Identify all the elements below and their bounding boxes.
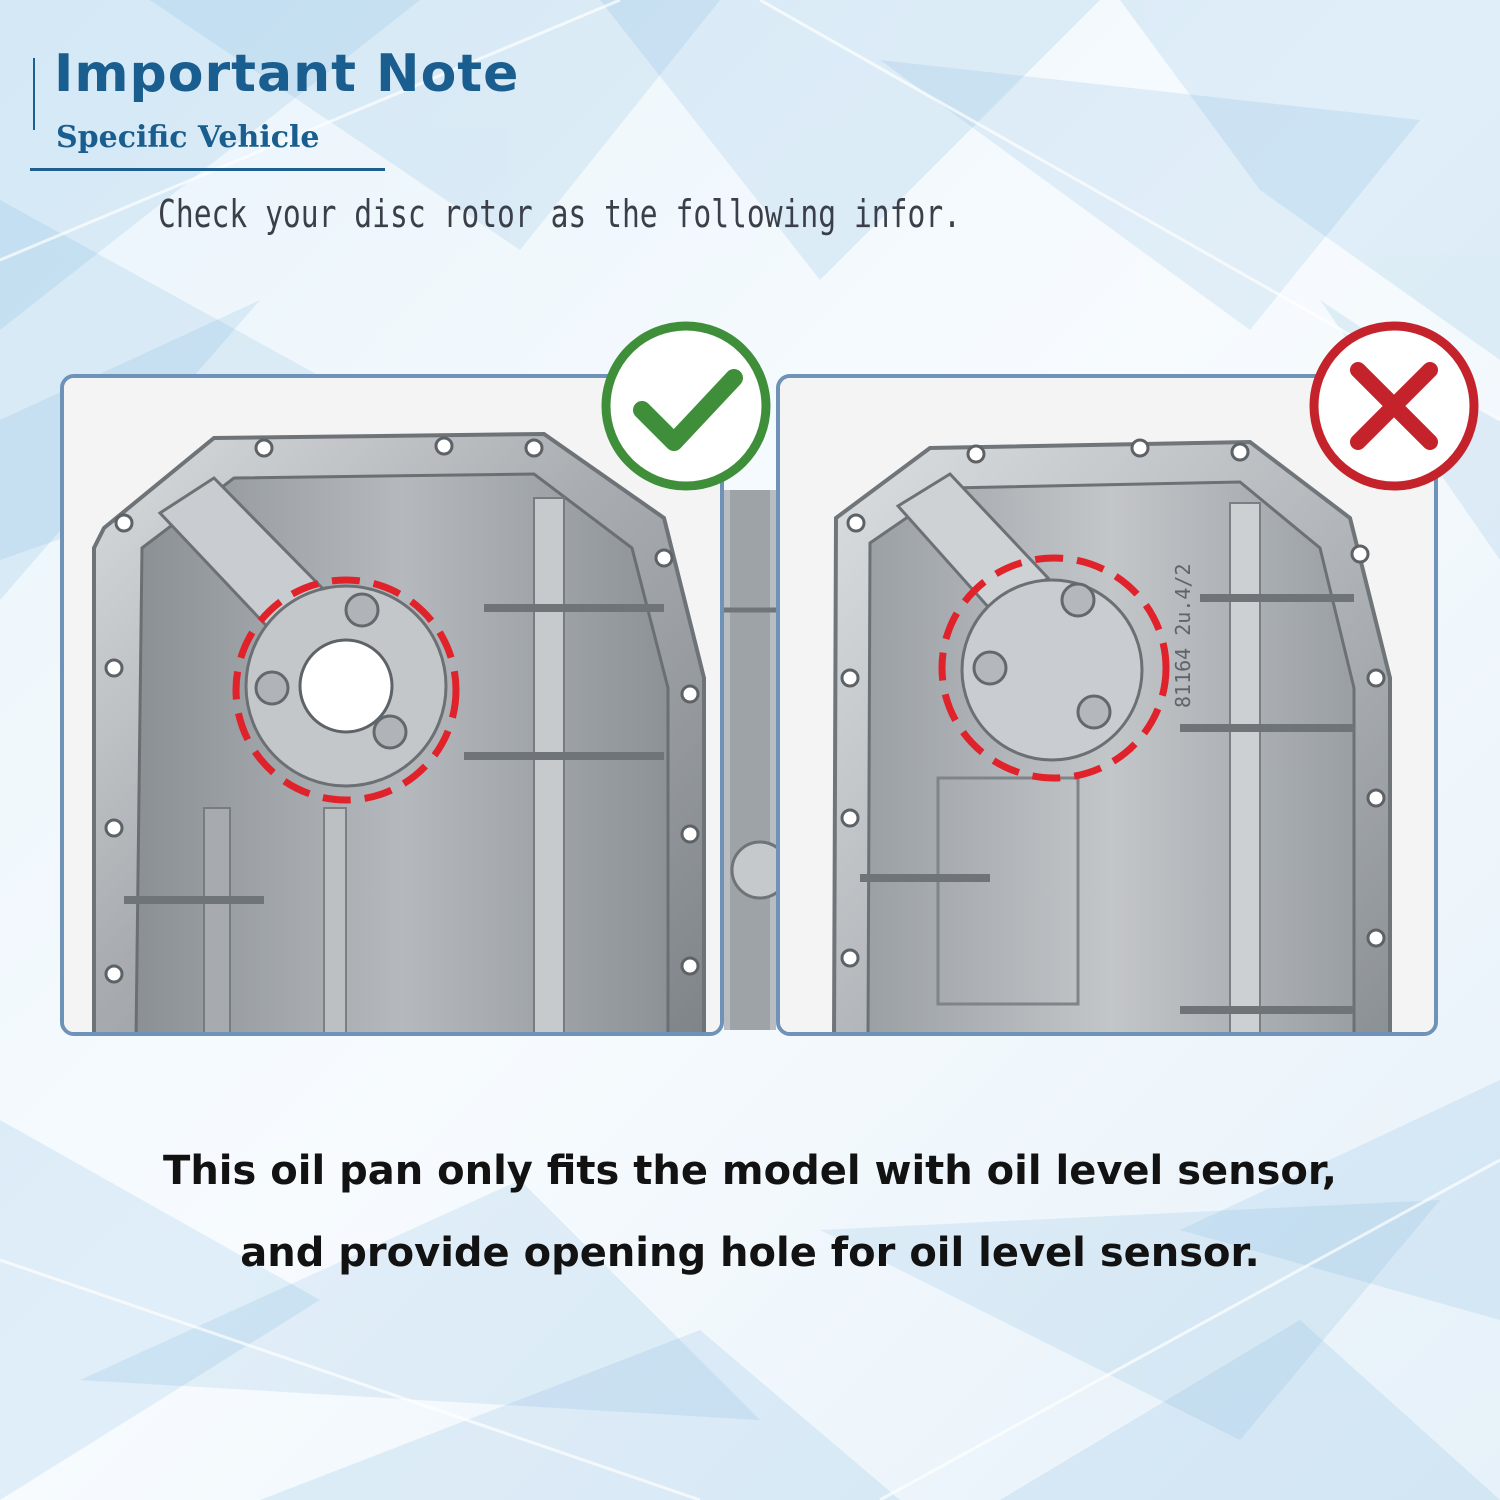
caption-line-2: and provide opening hole for oil level s… <box>240 1230 1260 1276</box>
page-subtitle: Specific Vehicle <box>56 120 320 155</box>
instruction-text: Check your disc rotor as the following i… <box>158 192 962 236</box>
header-divider <box>30 168 385 171</box>
part-marking: 81164 2u.4/2 <box>1171 564 1195 709</box>
header-accent-bar <box>33 58 35 130</box>
incorrect-oil-pan-photo: 81164 2u.4/2 <box>776 374 1438 1036</box>
page-title: Important Note <box>54 44 520 104</box>
correct-oil-pan-photo <box>60 374 724 1036</box>
background-oil-pan-edge <box>724 490 776 1030</box>
caption-line-1: This oil pan only fits the model with oi… <box>163 1148 1337 1194</box>
cross-icon <box>1309 321 1479 491</box>
checkmark-icon <box>601 321 771 491</box>
